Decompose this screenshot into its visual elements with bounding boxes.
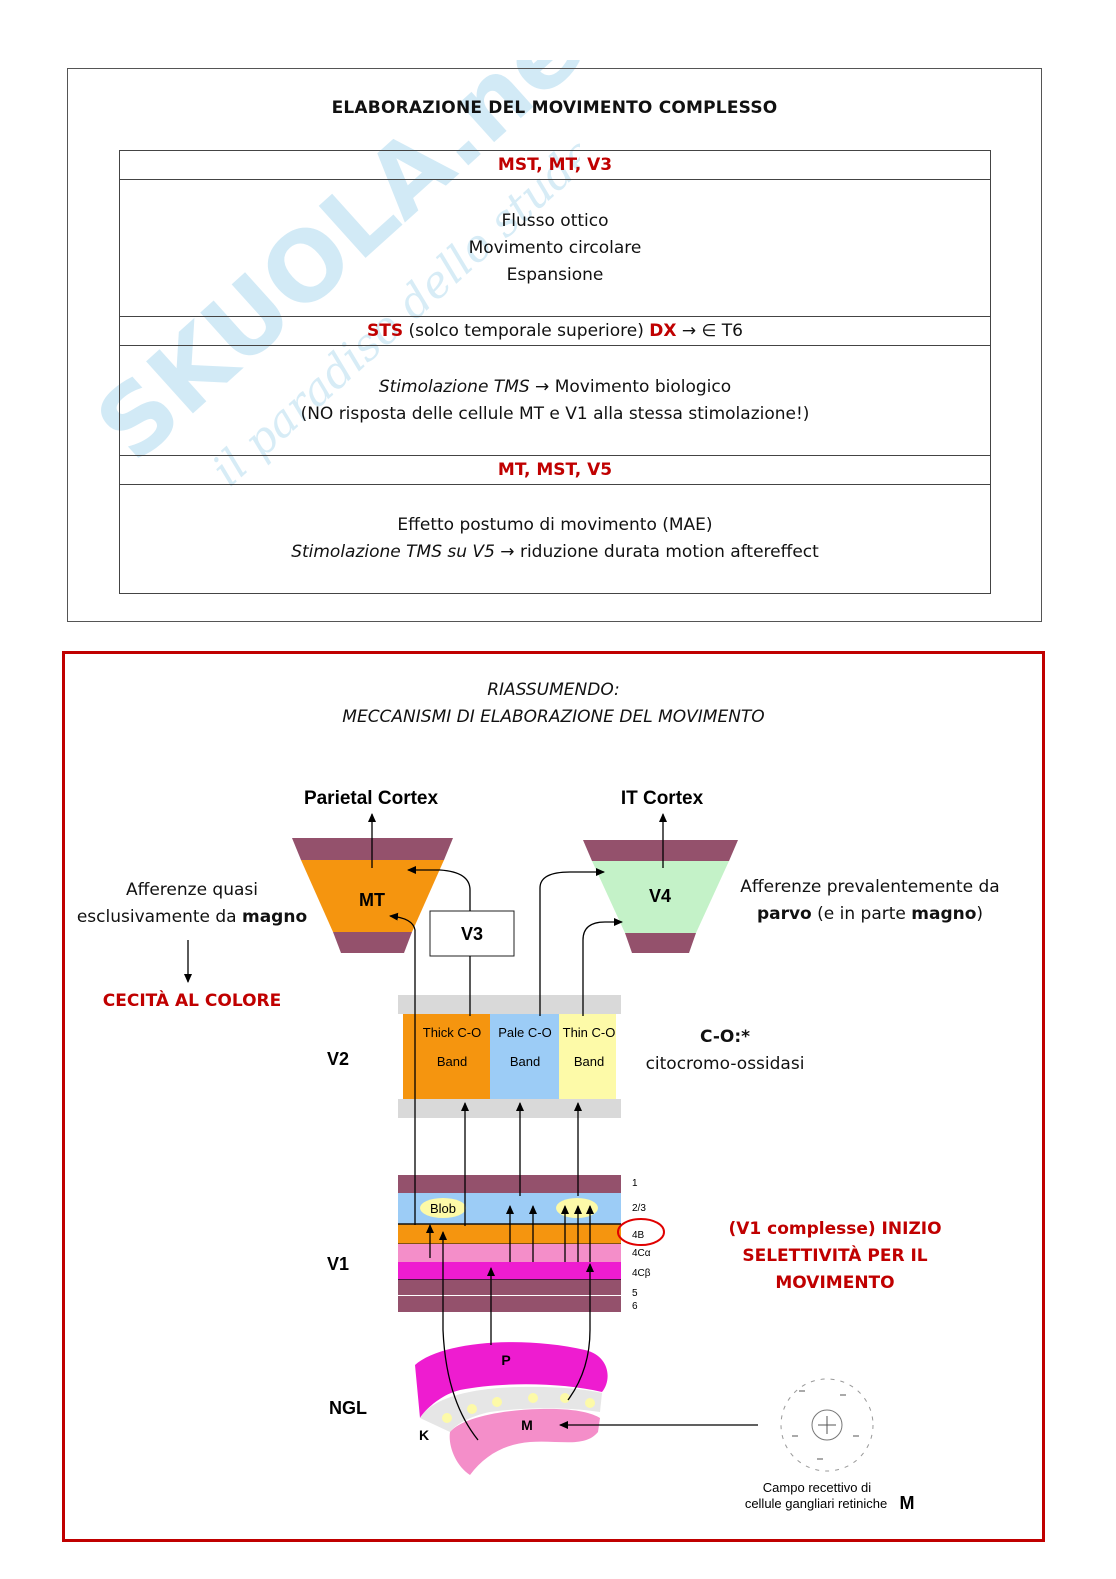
layer-label: 4B xyxy=(632,1230,645,1241)
thick-band-label: Thick C-O xyxy=(423,1025,482,1040)
k-label: K xyxy=(419,1427,429,1443)
layer-label: 4Cβ xyxy=(632,1268,651,1279)
v4-area: V4 xyxy=(583,840,738,953)
v4-label: V4 xyxy=(649,886,671,906)
pale-band-label: Pale C-O xyxy=(498,1025,551,1040)
mt-label: MT xyxy=(359,890,385,910)
m-label: M xyxy=(521,1417,533,1433)
layer-label: 1 xyxy=(632,1178,638,1189)
it-cortex-label: IT Cortex xyxy=(621,788,704,809)
v1-label: V1 xyxy=(327,1254,349,1274)
layer-label: 5 xyxy=(632,1288,638,1299)
blob-oval xyxy=(556,1198,598,1218)
receptive-field-diagram: Campo recettivo di cellule gangliari ret… xyxy=(745,1379,915,1513)
blob-label: Blob xyxy=(430,1201,456,1216)
p-label: P xyxy=(501,1352,510,1368)
rf-caption: Campo recettivo di xyxy=(763,1480,871,1495)
layer-label: 4Cα xyxy=(632,1248,651,1259)
parietal-cortex-label: Parietal Cortex xyxy=(304,788,439,809)
rf-m-label: M xyxy=(900,1493,915,1513)
v2-label: V2 xyxy=(327,1049,349,1069)
layer-label: 2/3 xyxy=(632,1203,646,1214)
ngl-label: NGL xyxy=(329,1398,367,1418)
thin-band-label: Band xyxy=(574,1054,604,1069)
layer-label: 6 xyxy=(632,1301,638,1312)
v2-area: Thick C-O Band Pale C-O Band Thin C-O Ba… xyxy=(398,995,621,1118)
rf-caption: cellule gangliari retiniche xyxy=(745,1496,887,1511)
pale-band-label: Band xyxy=(510,1054,540,1069)
thin-band-label: Thin C-O xyxy=(563,1025,616,1040)
v3-label: V3 xyxy=(461,924,483,944)
thick-band-label: Band xyxy=(437,1054,467,1069)
ngl-area: P M K xyxy=(415,1342,608,1475)
